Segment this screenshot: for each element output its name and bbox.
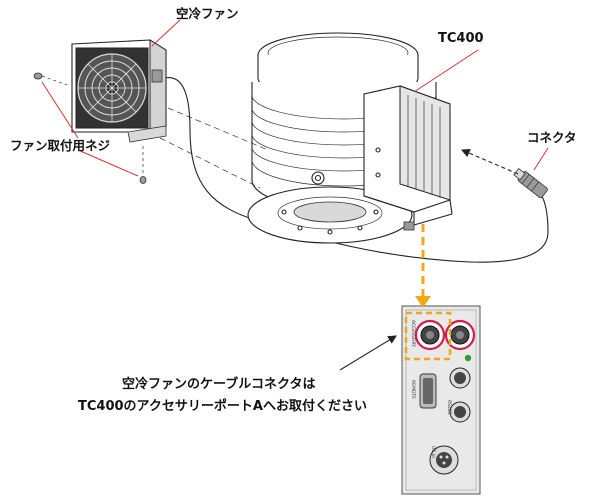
instruction-line-2: TC400のアクセサリーポートAへお取付ください	[78, 398, 367, 414]
fan-label-pointer	[151, 19, 181, 47]
panel-label-rs485: RS485	[446, 400, 452, 415]
controller-label-pointer	[413, 49, 479, 93]
screw-top	[33, 72, 71, 87]
cooling-fan	[71, 39, 167, 143]
label-tc400: TC400	[438, 31, 484, 46]
panel-label-dcin: DC in	[430, 446, 436, 458]
cable-connector	[513, 167, 548, 199]
controller-connector-a	[403, 221, 415, 231]
instruction-line-1: 空冷ファンのケーブルコネクタは	[122, 376, 315, 392]
tc400-controller	[363, 85, 453, 231]
instruction-pointer	[339, 335, 397, 371]
screw-label-pointer-top	[41, 81, 79, 139]
status-led	[464, 354, 472, 362]
highlight-arrowhead	[415, 296, 431, 308]
panel-label-accessory: ACCESSORY	[410, 320, 416, 347]
port-a-highlight	[404, 311, 452, 361]
screw-label-pointer-bottom	[77, 149, 139, 177]
label-cooling-fan: 空冷ファン	[176, 6, 239, 21]
label-fan-screws: ファン取付用ネジ	[10, 138, 111, 153]
port-panel: ACCESSORY REMOTE RS485 DC in	[401, 305, 481, 495]
screw-bottom	[139, 146, 147, 184]
connector-label-pointer	[533, 147, 549, 171]
panel-label-remote: REMOTE	[410, 380, 416, 399]
label-connector: コネクタ	[527, 130, 577, 145]
